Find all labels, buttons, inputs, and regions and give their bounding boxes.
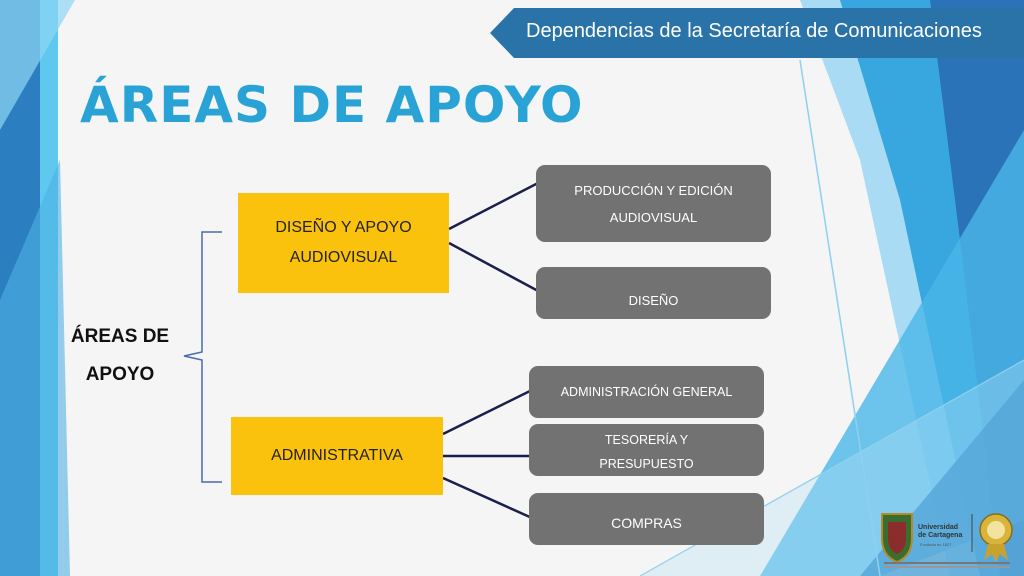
branch-label-line2: AUDIOVISUAL — [289, 249, 398, 266]
university-logo: Universidad de Cartagena Fundada en 1827 — [872, 508, 1022, 570]
leaf-label-line1: ADMINISTRACIÓN GENERAL — [560, 384, 733, 399]
root-node: ÁREAS DE APOYO — [58, 318, 182, 394]
branch-label-line1: ADMINISTRATIVA — [271, 447, 403, 464]
branch-node-diseno-apoyo-audiovisual: DISEÑO Y APOYO AUDIOVISUAL — [238, 193, 449, 293]
leaf-node-tesoreria-presupuesto: TESORERÍA Y PRESUPUESTO — [529, 424, 764, 476]
leaf-node-administracion-general: ADMINISTRACIÓN GENERAL — [529, 366, 764, 418]
leaf-label-line2: PRESUPUESTO — [599, 457, 694, 471]
leaf-label-line1: TESORERÍA Y — [604, 433, 689, 447]
leaf-label-line1: COMPRAS — [611, 514, 682, 531]
leaf-label-line1: DISEÑO — [628, 292, 679, 308]
leaf-label-line1: PRODUCCIÓN Y EDICIÓN — [574, 182, 733, 198]
logo-founded: Fundada en 1827 — [920, 542, 952, 547]
leaf-label-line2: AUDIOVISUAL — [609, 209, 698, 225]
header-title: Dependencias de la Secretaría de Comunic… — [526, 20, 982, 42]
leaf-node-produccion-edicion: PRODUCCIÓN Y EDICIÓN AUDIOVISUAL — [536, 165, 771, 242]
root-label-line1: ÁREAS DE — [70, 326, 170, 347]
root-label-line2: APOYO — [85, 364, 155, 385]
logo-name-line2: de Cartagena — [918, 532, 963, 539]
leaf-node-diseno: DISEÑO — [536, 267, 771, 319]
branch-label-line1: DISEÑO Y APOYO — [275, 219, 412, 236]
header-banner — [490, 8, 1024, 58]
leaf-node-compras: COMPRAS — [529, 493, 764, 545]
branch-node-administrativa: ADMINISTRATIVA — [231, 417, 443, 495]
logo-name-line1: Universidad — [918, 524, 959, 531]
page-title: ÁREAS DE APOYO — [80, 76, 584, 134]
